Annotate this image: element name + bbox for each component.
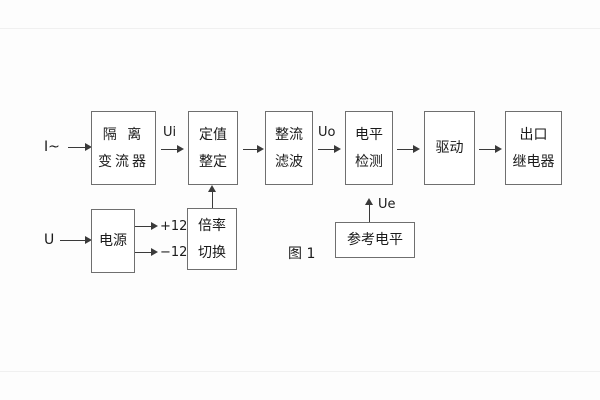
drive-to-relay-arrowhead <box>495 145 502 153</box>
block-drive-line1: 驱动 <box>435 140 464 156</box>
signal-ui-label: Ui <box>163 125 177 140</box>
reference-to-level-arrowhead <box>365 198 373 205</box>
block-isolation-ct[interactable]: 隔 离 变流器 <box>91 111 156 185</box>
reference-to-level-line <box>369 203 370 222</box>
setting-to-rectify-line <box>243 149 259 150</box>
block-setting[interactable]: 定值 整定 <box>188 111 238 185</box>
voltage-input-arrowhead <box>85 236 92 244</box>
signal-ue-label: Ue <box>378 197 396 212</box>
figure-caption: 图 1 <box>288 246 316 262</box>
uo-arrowhead <box>334 145 341 153</box>
ui-arrowhead <box>177 145 184 153</box>
block-setting-line2: 整定 <box>199 153 227 170</box>
block-range-switch-line1: 倍率 <box>198 217 226 234</box>
range-switch-to-setting-arrowhead <box>208 185 216 192</box>
range-switch-to-setting-line <box>212 190 213 208</box>
block-rectify-filter[interactable]: 整流 滤波 <box>265 111 313 185</box>
block-reference-level[interactable]: 参考电平 <box>335 222 415 258</box>
block-level-detect[interactable]: 电平 检测 <box>345 111 393 185</box>
level-to-drive-line <box>397 149 415 150</box>
current-input-label: I~ <box>44 139 60 155</box>
voltage-input-line <box>60 240 88 241</box>
level-to-drive-arrowhead <box>413 145 420 153</box>
block-rectify-filter-line1: 整流 <box>275 126 303 143</box>
neg12v-line <box>135 252 153 253</box>
block-output-relay-line1: 出口 <box>519 126 548 143</box>
block-level-detect-line1: 电平 <box>355 126 383 143</box>
block-power-supply-line1: 电源 <box>99 233 127 249</box>
neg12v-arrowhead <box>151 248 158 256</box>
block-drive[interactable]: 驱动 <box>424 111 475 185</box>
block-range-switch[interactable]: 倍率 切换 <box>187 208 237 270</box>
signal-uo-label: Uo <box>318 125 336 140</box>
block-setting-line1: 定值 <box>199 126 227 143</box>
ui-line <box>161 149 179 150</box>
block-output-relay[interactable]: 出口 继电器 <box>505 111 562 185</box>
block-level-detect-line2: 检测 <box>355 153 383 170</box>
drive-to-relay-line <box>479 149 497 150</box>
block-isolation-ct-line1: 隔 离 <box>102 126 145 143</box>
block-power-supply[interactable]: 电源 <box>91 209 135 273</box>
block-output-relay-line2: 继电器 <box>512 153 555 170</box>
figure-frame <box>0 28 600 372</box>
voltage-input-label: U <box>44 232 55 248</box>
block-isolation-ct-line2: 变流器 <box>98 153 149 170</box>
pos12v-line <box>135 226 153 227</box>
block-rectify-filter-line2: 滤波 <box>275 153 303 170</box>
current-input-line <box>68 147 88 148</box>
current-input-arrowhead <box>85 143 92 151</box>
setting-to-rectify-arrowhead <box>257 145 264 153</box>
uo-line <box>318 149 336 150</box>
block-reference-level-line1: 参考电平 <box>347 232 403 248</box>
block-range-switch-line2: 切换 <box>198 244 226 261</box>
pos12v-arrowhead <box>151 222 158 230</box>
